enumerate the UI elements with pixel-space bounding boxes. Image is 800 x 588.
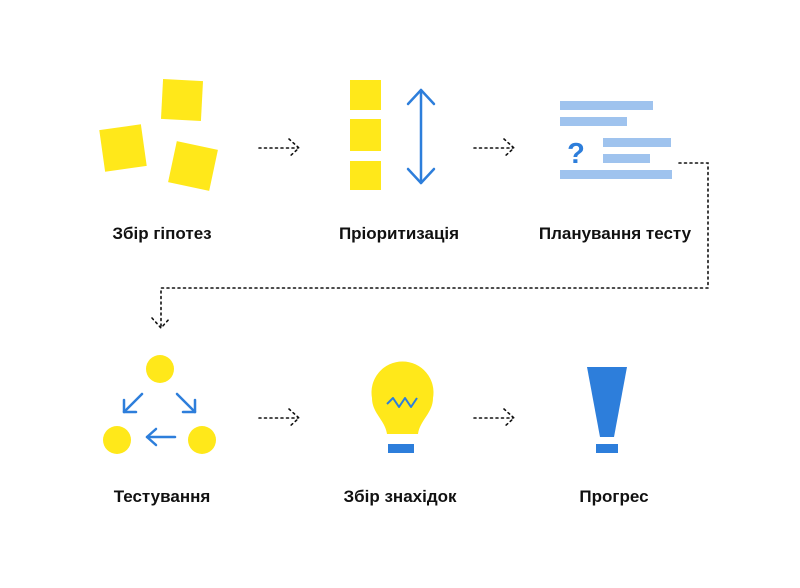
cycle-node: [146, 355, 174, 383]
question-mark-icon: ?: [567, 138, 585, 170]
connector-arrow: [258, 138, 301, 158]
sticky-note: [99, 124, 147, 172]
exclamation-icon: [587, 367, 627, 453]
priority-block: [350, 161, 381, 190]
connector-arrow: [151, 162, 709, 330]
step-label-findings: Збір знахідок: [343, 487, 457, 506]
cycle-node: [103, 426, 131, 454]
testing-cycle-icon: [103, 355, 216, 454]
connector-arrow: [473, 408, 516, 428]
bulb-base: [388, 444, 414, 453]
connector-arrow: [258, 408, 301, 428]
plan-line: [560, 101, 653, 110]
priority-block: [350, 119, 381, 151]
double-arrow-icon: [406, 88, 436, 185]
test-plan-icon: ?: [560, 101, 672, 179]
arrow-left-icon: [145, 427, 177, 447]
sticky-note: [160, 78, 204, 122]
plan-line: [603, 154, 650, 163]
step-label-progress: Прогрес: [579, 487, 649, 506]
step-label-testing: Тестування: [113, 487, 211, 506]
arrow-down-right-icon: [175, 392, 197, 414]
step-label-test-planning: Планування тесту: [538, 224, 692, 243]
sticky-notes-icon: [99, 78, 218, 191]
arrow-down-left-icon: [122, 392, 144, 414]
step-label-prioritization: Пріоритизація: [338, 224, 460, 243]
exclamation-dot: [596, 444, 618, 453]
lightbulb-icon: [371, 361, 434, 453]
connector-arrow: [473, 138, 516, 158]
plan-line: [560, 170, 672, 179]
priority-block: [350, 80, 381, 110]
plan-line: [603, 138, 671, 147]
step-label-hypotheses: Збір гіпотез: [112, 224, 212, 243]
priority-stack-icon: [350, 80, 436, 190]
cycle-node: [188, 426, 216, 454]
plan-line: [560, 117, 627, 126]
sticky-note: [168, 141, 218, 191]
